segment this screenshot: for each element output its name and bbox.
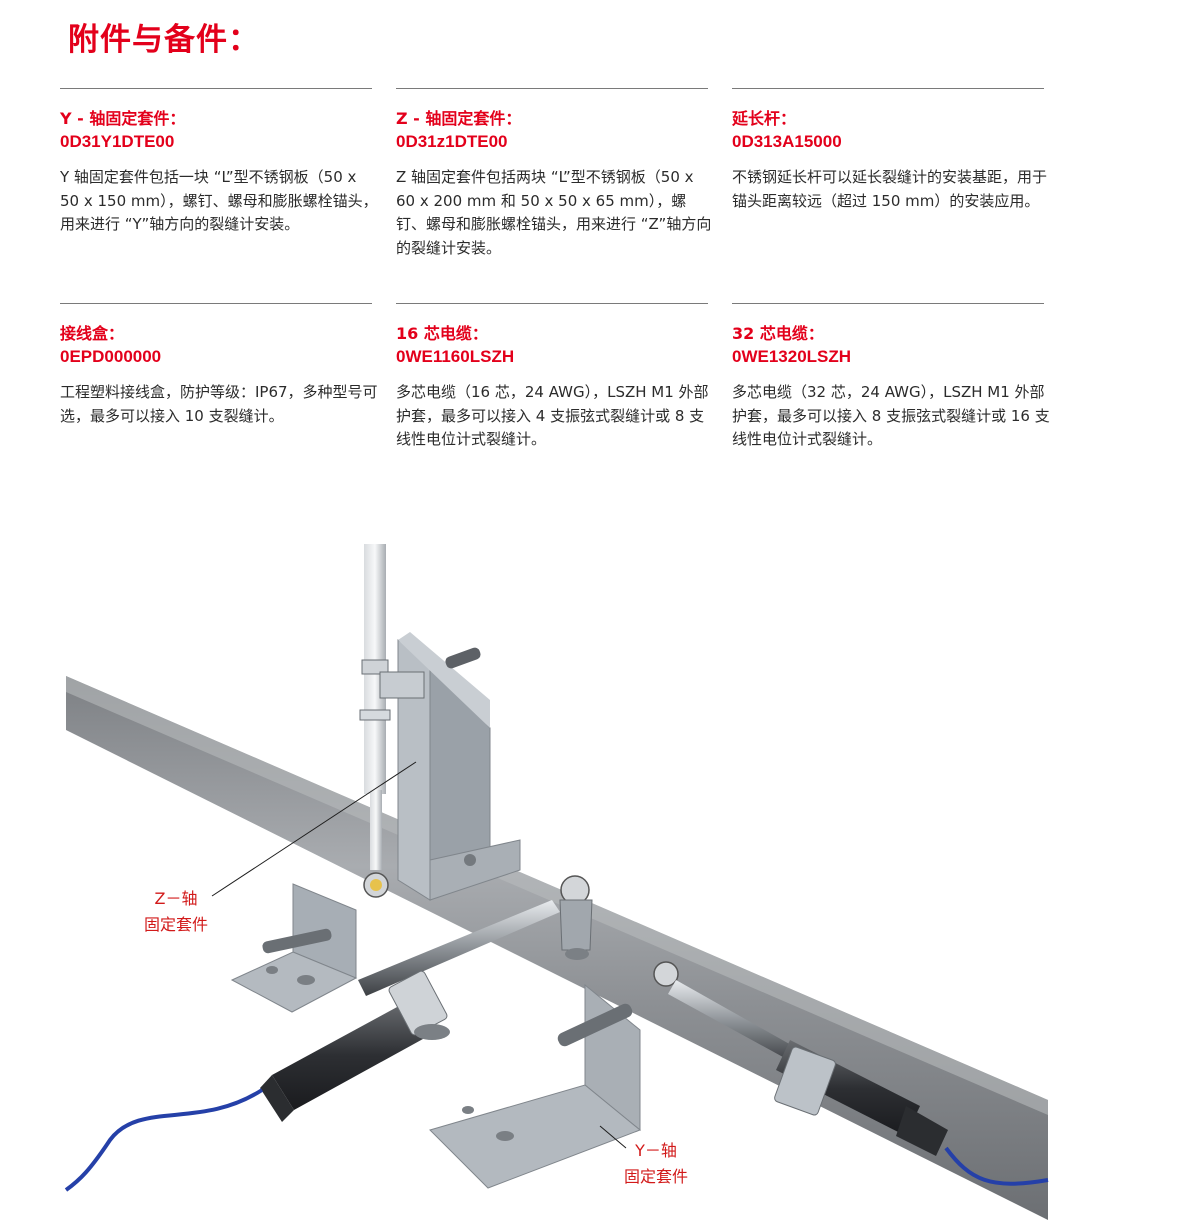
accessory-card-32-core-cable: 32 芯电缆： 0WE1320LSZH 多芯电缆（32 芯，24 AWG），LS… xyxy=(732,303,1050,452)
accessory-card-junction-box: 接线盒： 0EPD000000 工程塑料接线盒，防护等级：IP67，多种型号可选… xyxy=(60,303,378,428)
z-axis-kit-callout: Z－轴 固定套件 xyxy=(136,886,216,938)
installation-diagram-svg xyxy=(64,544,1049,1220)
accessory-name: Y - 轴固定套件： xyxy=(60,109,186,128)
accessory-card-extension-rod: 延长杆： 0D313A15000 不锈钢延长杆可以延长裂缝计的安装基距，用于锚头… xyxy=(732,88,1047,213)
page-title: 附件与备件： xyxy=(68,22,260,58)
accessory-description: 多芯电缆（32 芯，24 AWG），LSZH M1 外部护套，最多可以接入 8 … xyxy=(732,383,1050,448)
extension-rod xyxy=(359,544,391,898)
accessory-code: 0D31z1DTE00 xyxy=(396,132,508,151)
installation-illustration: Z－轴 固定套件 Y－轴 固定套件 xyxy=(0,540,1190,1222)
z-axis-bracket xyxy=(379,632,521,901)
accessory-card-z-axis-kit: Z - 轴固定套件： 0D31z1DTE00 Z 轴固定套件包括两块 “L”型不… xyxy=(396,88,711,260)
accessory-description: 不锈钢延长杆可以延长裂缝计的安装基距，用于锚头距离较远（超过 150 mm）的安… xyxy=(732,168,1048,210)
accessory-name: 接线盒： xyxy=(60,324,125,343)
accessory-description: 多芯电缆（16 芯，24 AWG），LSZH M1 外部护套，最多可以接入 4 … xyxy=(396,383,709,448)
accessory-description: 工程塑料接线盒，防护等级：IP67，多种型号可选，最多可以接入 10 支裂缝计。 xyxy=(60,383,378,425)
callout-line: Y－轴 xyxy=(635,1141,677,1160)
accessory-card-y-axis-kit: Y - 轴固定套件： 0D31Y1DTE00 Y 轴固定套件包括一块 “L”型不… xyxy=(60,88,378,237)
accessory-code: 0D313A15000 xyxy=(732,132,842,151)
sensor-cables xyxy=(64,1088,1049,1192)
callout-line: 固定套件 xyxy=(623,1167,688,1186)
crack-meter-left xyxy=(260,875,593,1122)
accessory-code: 0WE1320LSZH xyxy=(732,347,852,366)
accessory-name: 延长杆： xyxy=(732,109,797,128)
accessory-code: 0WE1160LSZH xyxy=(396,347,515,366)
z-axis-base-bracket xyxy=(230,883,358,1013)
y-axis-kit-callout: Y－轴 固定套件 xyxy=(614,1138,698,1190)
accessory-card-16-core-cable: 16 芯电缆： 0WE1160LSZH 多芯电缆（16 芯，24 AWG），LS… xyxy=(396,303,709,452)
accessory-code: 0D31Y1DTE00 xyxy=(60,132,175,151)
accessory-name: 32 芯电缆： xyxy=(732,324,824,343)
accessory-description: Y 轴固定套件包括一块 “L”型不锈钢板（50 x 50 x 150 mm），螺… xyxy=(60,168,378,233)
callout-line: Z－轴 xyxy=(154,889,198,908)
accessory-name: 16 芯电缆： xyxy=(396,324,488,343)
y-axis-bracket xyxy=(429,983,641,1189)
divider xyxy=(732,303,1044,304)
callout-line: 固定套件 xyxy=(143,915,208,934)
accessory-name: Z - 轴固定套件： xyxy=(396,109,522,128)
divider xyxy=(60,88,372,89)
divider xyxy=(396,303,708,304)
y-axis-leader-line xyxy=(599,1125,627,1149)
crack-meter-right xyxy=(653,961,948,1156)
divider xyxy=(396,88,708,89)
z-axis-leader-line xyxy=(211,761,417,897)
accessory-code: 0EPD000000 xyxy=(60,347,162,366)
divider xyxy=(732,88,1044,89)
accessory-description: Z 轴固定套件包括两块 “L”型不锈钢板（50 x 60 x 200 mm 和 … xyxy=(396,168,712,257)
divider xyxy=(60,303,372,304)
